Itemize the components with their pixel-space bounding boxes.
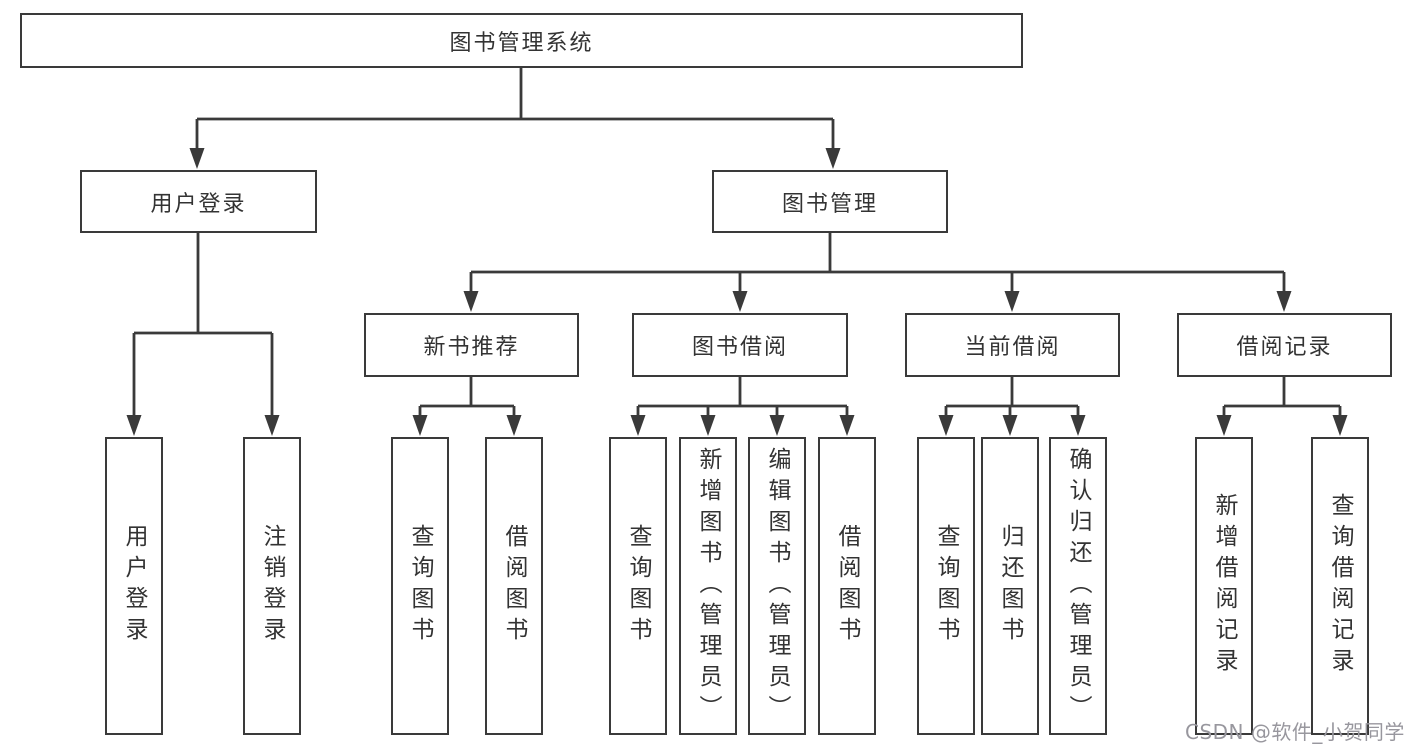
arrowhead-icon (938, 415, 1086, 436)
leaf-add-books-admin: 新增图书（管理员） (679, 437, 737, 735)
connector-line (944, 377, 1080, 417)
arrowhead-icon (463, 291, 1292, 312)
leaf-current-query-books: 查询图书 (917, 437, 975, 735)
connector-line (469, 233, 1286, 293)
node-user-login: 用户登录 (80, 170, 317, 233)
leaf-query-borrow-record: 查询借阅记录 (1311, 437, 1369, 735)
node-new-book-recommendation: 新书推荐 (364, 313, 579, 377)
leaf-confirm-return-admin: 确认归还（管理员） (1049, 437, 1107, 735)
connector-line (195, 68, 835, 151)
arrowhead-icon (630, 415, 855, 436)
leaf-recommend-query-books: 查询图书 (391, 437, 449, 735)
leaf-return-books: 归还图书 (981, 437, 1039, 735)
leaf-borrow-books: 借阅图书 (818, 437, 876, 735)
connector-line (1222, 377, 1342, 417)
node-current-borrowing: 当前借阅 (905, 313, 1120, 377)
leaf-edit-books-admin: 编辑图书（管理员） (748, 437, 806, 735)
connector-line (132, 233, 274, 417)
leaf-logout: 注销登录 (243, 437, 301, 735)
leaf-borrowing-query-books: 查询图书 (609, 437, 667, 735)
node-root: 图书管理系统 (20, 13, 1023, 68)
node-book-borrowing: 图书借阅 (632, 313, 848, 377)
arrowhead-icon (189, 148, 841, 169)
node-borrowing-records: 借阅记录 (1177, 313, 1392, 377)
leaf-user-login: 用户登录 (105, 437, 163, 735)
leaf-recommend-borrow-books: 借阅图书 (485, 437, 543, 735)
csdn-watermark: CSDN @软件_小贺同学 (1185, 720, 1405, 744)
connector-line (418, 377, 516, 417)
arrowhead-icon (412, 415, 522, 436)
leaf-add-borrow-record: 新增借阅记录 (1195, 437, 1253, 735)
arrowhead-icon (1216, 415, 1348, 436)
node-book-management: 图书管理 (712, 170, 948, 233)
arrowhead-icon (126, 415, 280, 436)
connector-line (636, 377, 849, 417)
